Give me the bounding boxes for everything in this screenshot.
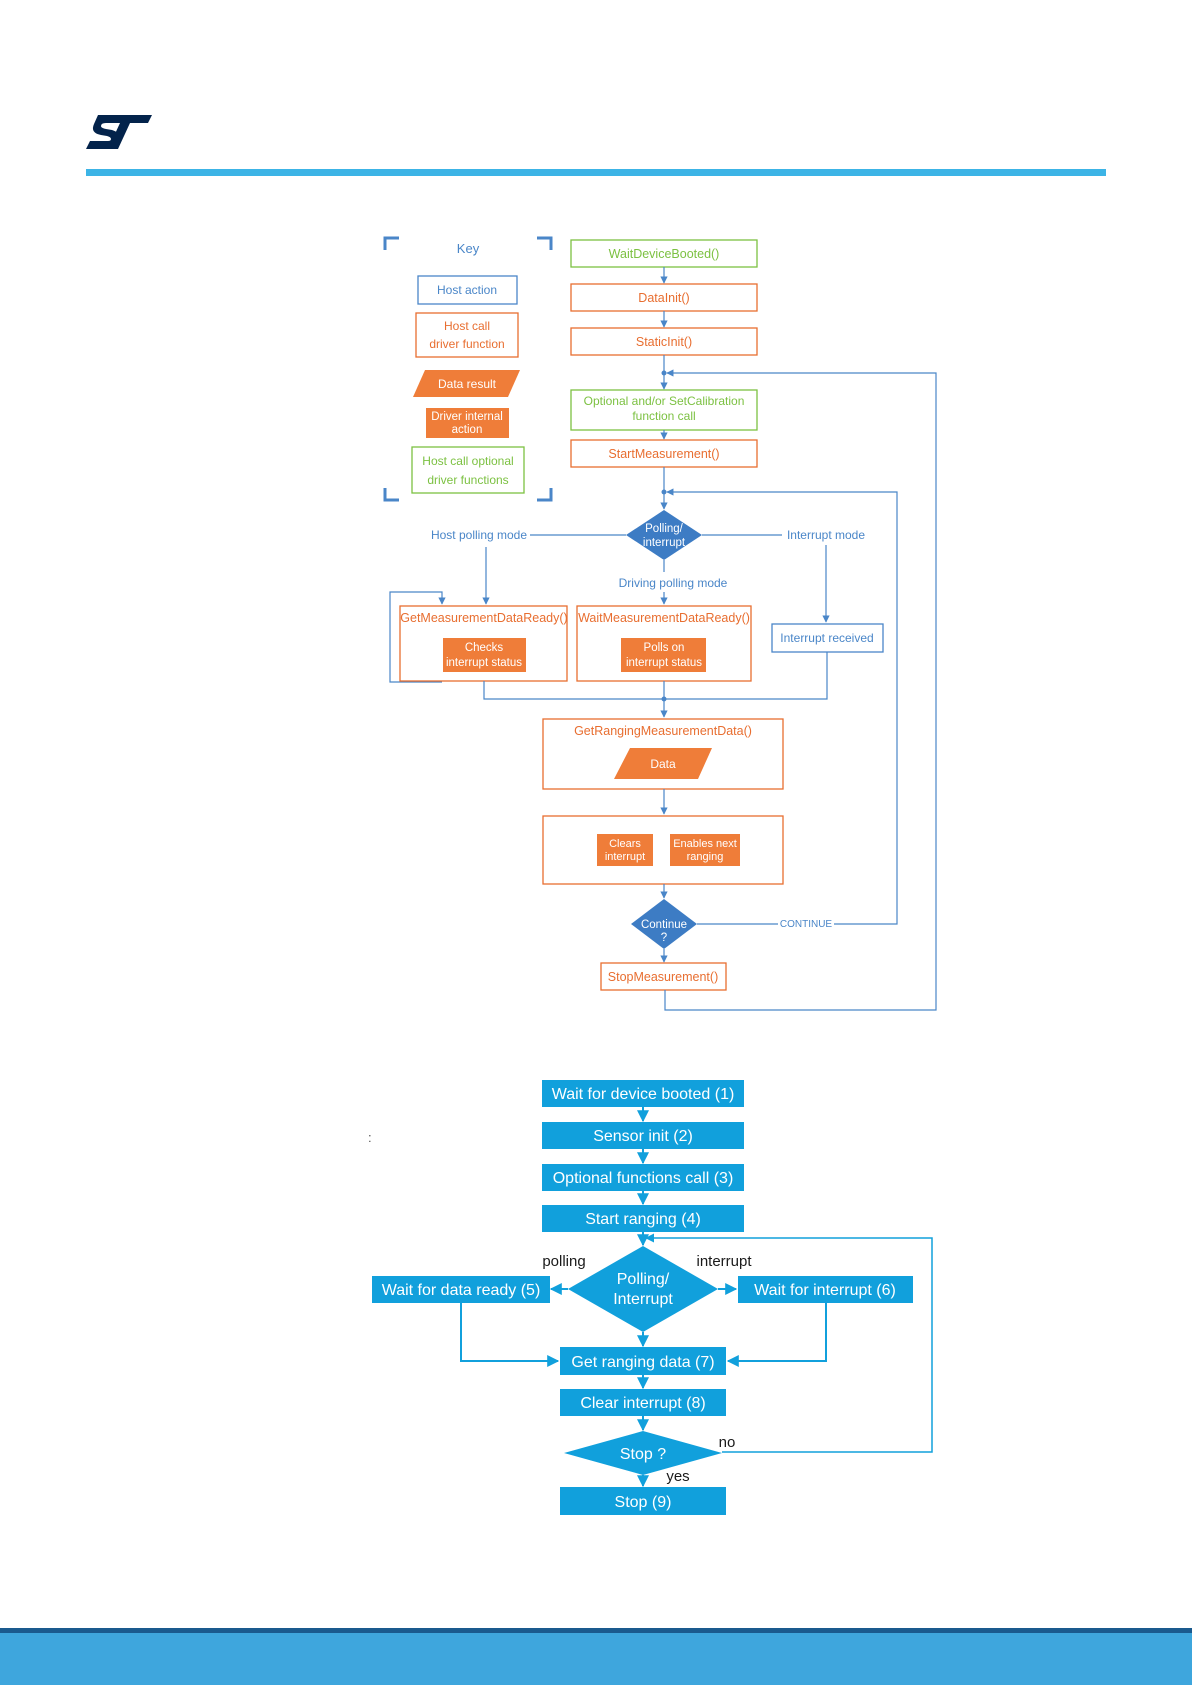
key-host-action-box [417,275,518,305]
diagram1: Key Host action Host call driver functio… [383,236,937,1011]
stop-diamond-label: Stop ? [620,1446,666,1463]
no-branch-label: no [719,1434,736,1451]
key-host-action-label: Host action [437,283,497,297]
interrupt-mode-label: Interrupt mode [787,528,865,542]
polling-interrupt-line1: Polling/ [645,523,684,535]
enables-next-ranging-line1: Enables next [673,838,737,850]
data-result-label: Data [650,757,676,771]
optional-call-label: Optional functions call (3) [553,1170,734,1187]
interrupt-received-label: Interrupt received [780,631,873,645]
key-driver-internal-line2: action [452,424,483,436]
key-brackets [383,236,553,502]
wait-interrupt-box [738,1276,913,1303]
polling-interrupt-diamond-2 [568,1246,718,1332]
polls-interrupt-line2: interrupt status [626,657,702,669]
continue-diamond [631,899,697,949]
driving-polling-mode-label: Driving polling mode [619,576,728,590]
get-ranging-box [560,1347,726,1375]
wait-device-booted-label: WaitDeviceBooted() [609,247,720,261]
get-measurement-data-ready-label: GetMeasurementDataReady() [400,611,567,625]
wait-data-ready-label: Wait for data ready (5) [382,1282,541,1299]
polling-interrupt-diamond [626,510,702,560]
footer-line [0,1628,1192,1633]
get-ranging-label: Get ranging data (7) [571,1354,714,1371]
clears-interrupt-box [597,834,653,866]
key-driver-internal-line1: Driver internal [431,411,503,423]
stray-mark: : [368,1130,372,1145]
continue-line2: ? [661,932,667,944]
clears-interrupt-line1: Clears [609,838,641,850]
polling-interrupt-2-line1: Polling/ [617,1271,670,1288]
key-data-result-shape [413,370,520,397]
yes-branch-label: yes [666,1468,689,1485]
footer-band [0,1628,1192,1685]
start-measurement-label: StartMeasurement() [608,447,719,461]
get-ranging-measurement-data-box [542,718,784,790]
polling-interrupt-line2: interrupt [643,537,686,549]
wait-data-ready-box [372,1276,550,1303]
key-title: Key [457,241,480,256]
optional-calibration-line1: Optional and/or SetCalibration [584,394,745,408]
wait-measurement-data-ready-label: WaitMeasurementDataReady() [578,611,750,625]
optional-call-box [542,1164,744,1191]
polls-interrupt-box [621,638,706,672]
stop-box [560,1487,726,1515]
key-data-result-label: Data result [438,377,497,391]
stop-measurement-label: StopMeasurement() [608,970,718,984]
static-init-label: StaticInit() [636,335,692,349]
clear-interrupt-label: Clear interrupt (8) [580,1395,705,1412]
clear-interrupt-group-box [542,815,784,885]
stop-diamond [564,1431,722,1475]
st-logo [86,115,152,149]
data-result-shape [614,748,712,779]
key-driver-internal-box [426,408,509,438]
clears-interrupt-line2: interrupt [605,851,645,863]
host-polling-mode-label: Host polling mode [431,528,527,542]
checks-interrupt-line1: Checks [465,642,504,654]
stop-label: Stop (9) [615,1494,672,1511]
start-ranging-box [542,1205,744,1232]
data-init-label: DataInit() [638,291,689,305]
wait-interrupt-label: Wait for interrupt (6) [754,1282,896,1299]
get-ranging-measurement-data-label: GetRangingMeasurementData() [574,724,752,738]
continue-branch-label: CONTINUE [780,919,833,930]
header-rule [86,169,1106,176]
wait-booted-box [542,1080,744,1107]
stop-measurement-box [600,962,727,991]
checks-interrupt-line2: interrupt status [446,657,522,669]
key-host-call-box [415,312,519,358]
enables-next-ranging-box [670,834,740,866]
clear-interrupt-box [560,1389,726,1416]
optional-calibration-line2: function call [632,409,695,423]
polling-branch-label: polling [542,1253,585,1270]
enables-next-ranging-line2: ranging [687,851,724,863]
key-host-call-line2: driver function [429,337,504,351]
continue-line1: Continue [641,919,687,931]
key-host-optional-line2: driver functions [427,473,508,487]
sensor-init-label: Sensor init (2) [593,1128,693,1145]
interrupt-branch-label: interrupt [696,1253,752,1270]
polls-interrupt-line1: Polls on [644,642,685,654]
checks-interrupt-box [443,638,526,672]
wait-booted-label: Wait for device booted (1) [552,1086,735,1103]
key-host-optional-box [411,446,525,494]
start-ranging-label: Start ranging (4) [585,1211,701,1228]
polling-interrupt-2-line2: Interrupt [613,1291,673,1308]
diagram2: Wait for device booted (1) Sensor init (… [368,1080,933,1515]
key-host-call-line1: Host call [444,319,490,333]
key-host-optional-line1: Host call optional [422,454,513,468]
sensor-init-box [542,1122,744,1149]
